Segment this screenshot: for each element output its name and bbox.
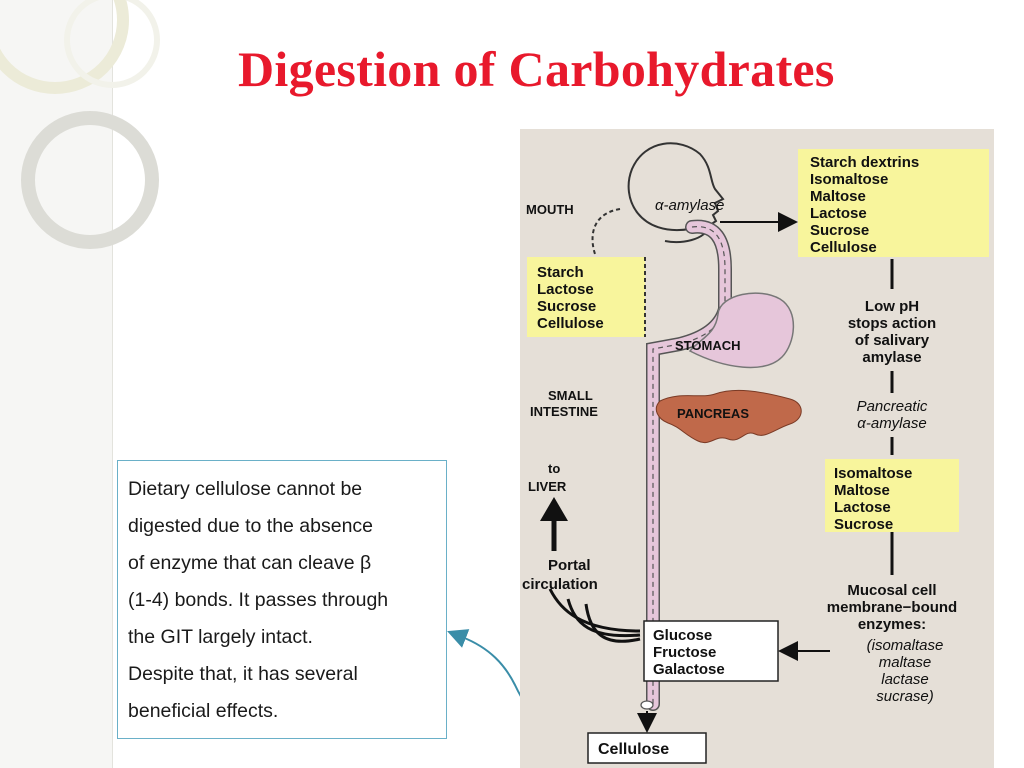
callout-line: the GIT largely intact.	[128, 626, 313, 648]
ingested-box	[527, 257, 645, 337]
mucosal-enzymes-note: membrane−bound	[827, 599, 957, 616]
enzyme-list-note: lactase	[881, 671, 929, 688]
mouth-product-item: Starch dextrins	[810, 154, 919, 171]
mouth-products-box	[798, 149, 989, 257]
callout-line: of enzyme that can cleave β	[128, 552, 372, 574]
low-ph-note: Low pH	[865, 298, 919, 315]
enzyme-list-note: (isomaltase	[867, 637, 944, 654]
swallow-path-dotted	[591, 208, 621, 255]
monosaccharide-item: Galactose	[653, 661, 725, 678]
to-liver-label: LIVER	[528, 479, 567, 494]
intestine-product-item: Lactose	[834, 499, 891, 516]
intestine-product-item: Maltose	[834, 482, 890, 499]
low-ph-note: stops action	[848, 315, 936, 332]
mucosal-enzymes-note: enzymes:	[858, 616, 926, 633]
stomach-shape	[688, 292, 795, 369]
gut-tube-end	[640, 700, 654, 710]
mouth-product-item: Cellulose	[810, 239, 877, 256]
monosaccharide-item: Glucose	[653, 627, 712, 644]
intestine-product-item: Isomaltose	[834, 465, 912, 482]
digestion-diagram: STOMACH PANCREAS MOUTH α-amylase SMALL I…	[520, 129, 994, 768]
ingested-item: Starch	[537, 264, 584, 281]
excreted-cellulose-box	[587, 732, 707, 764]
pancreas-label: PANCREAS	[677, 406, 749, 421]
callout-line: Despite that, it has several	[128, 663, 358, 685]
pancreatic-amylase-note: Pancreatic	[857, 398, 928, 415]
slide-title: Digestion of Carbohydrates	[238, 41, 835, 97]
pancreas-shape	[655, 389, 802, 444]
mouth-product-item: Maltose	[810, 188, 866, 205]
small-intestine-label: INTESTINE	[530, 404, 598, 419]
callout-line: beneficial effects.	[128, 700, 279, 722]
mucosal-enzymes-note: Mucosal cell	[847, 582, 936, 599]
ingested-item: Cellulose	[537, 315, 604, 332]
mouth-product-item: Isomaltose	[810, 171, 888, 188]
enzyme-list-note: sucrase)	[876, 688, 934, 705]
intestine-products-box	[825, 459, 959, 532]
decorative-ring-middle	[21, 111, 159, 249]
pancreatic-amylase-note: α-amylase	[857, 415, 926, 432]
mouth-product-item: Lactose	[810, 205, 867, 222]
callout-line: Dietary cellulose cannot be	[128, 478, 363, 500]
portal-curve	[584, 603, 641, 643]
ingested-item: Sucrose	[537, 298, 596, 315]
callout-line: (1-4) bonds. It passes through	[128, 589, 389, 611]
mouth-label: MOUTH	[526, 202, 574, 217]
mouth-product-item: Sucrose	[810, 222, 869, 239]
callout-line: digested due to the absence	[128, 515, 374, 537]
decorative-ring-small	[64, 0, 160, 88]
low-ph-note: of salivary	[855, 332, 930, 349]
alpha-amylase-label: α-amylase	[655, 197, 724, 214]
decorative-ring-top	[0, 0, 129, 94]
portal-circulation-label: circulation	[522, 576, 598, 593]
cellulose-callout-box: Dietary cellulose cannot be digested due…	[117, 460, 447, 739]
to-liver-arrow-head	[540, 497, 568, 521]
ingested-item: Lactose	[537, 281, 594, 298]
intestine-product-item: Sucrose	[834, 516, 893, 533]
portal-curve	[566, 598, 641, 638]
stomach-label: STOMACH	[675, 338, 740, 353]
decorative-rings	[0, 0, 160, 249]
enzyme-list-note: maltase	[879, 654, 932, 671]
monosaccharides-box	[643, 620, 779, 682]
to-liver-label: to	[548, 461, 560, 476]
low-ph-note: amylase	[862, 349, 921, 366]
portal-circulation-label: Portal	[548, 557, 591, 574]
monosaccharide-item: Fructose	[653, 644, 716, 661]
excreted-cellulose-label: Cellulose	[598, 741, 669, 758]
small-intestine-label: SMALL	[548, 388, 593, 403]
